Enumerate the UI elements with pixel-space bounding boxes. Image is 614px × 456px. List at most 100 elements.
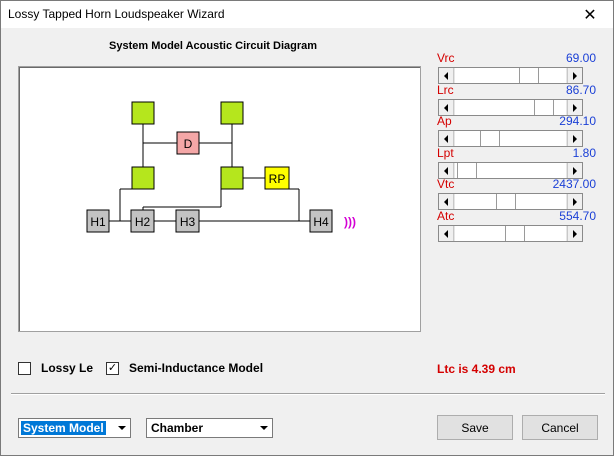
arrow-left-icon bbox=[444, 229, 448, 238]
lossy-le-option[interactable]: Lossy Le bbox=[18, 361, 93, 375]
node-h3-label: H3 bbox=[180, 215, 196, 229]
slider-track[interactable] bbox=[516, 194, 566, 209]
circuit-diagram: D RP H1 H2 H3 H4 ))) bbox=[86, 101, 356, 233]
arrow-left-icon bbox=[444, 103, 448, 112]
scroll-left-button[interactable] bbox=[439, 163, 454, 178]
param-value-lpt: 1.80 bbox=[572, 146, 596, 160]
arrow-right-icon bbox=[573, 166, 577, 175]
arrow-right-icon bbox=[573, 134, 577, 143]
slider-track[interactable] bbox=[477, 163, 566, 178]
chevron-down-icon bbox=[114, 419, 130, 437]
node-h1-label: H1 bbox=[90, 215, 106, 229]
scroll-right-button[interactable] bbox=[567, 163, 582, 178]
param-value-ap: 294.10 bbox=[559, 114, 596, 128]
slider-thumb[interactable] bbox=[534, 100, 554, 115]
semi-inductance-option[interactable]: ✓ Semi-Inductance Model bbox=[106, 361, 263, 375]
param-value-lrc: 86.70 bbox=[565, 83, 596, 97]
circuit-diagram-panel: D RP H1 H2 H3 H4 ))) bbox=[18, 66, 421, 332]
param-slider-lrc[interactable] bbox=[438, 99, 583, 116]
slider-track[interactable] bbox=[455, 163, 457, 178]
title-bar: Lossy Tapped Horn Loudspeaker Wizard ✕ bbox=[1, 1, 613, 28]
scroll-left-button[interactable] bbox=[439, 194, 454, 209]
green-node-mid-left bbox=[131, 166, 155, 190]
node-h1 bbox=[86, 209, 110, 233]
param-label-ap: Ap bbox=[437, 114, 452, 128]
model-select-value: System Model bbox=[20, 420, 107, 436]
type-select-value: Chamber bbox=[151, 421, 204, 435]
node-h3 bbox=[175, 209, 200, 233]
separator bbox=[11, 393, 605, 395]
type-select[interactable]: Chamber bbox=[146, 418, 273, 438]
slider-thumb[interactable] bbox=[505, 226, 525, 241]
node-d bbox=[176, 131, 200, 155]
node-h4-label: H4 bbox=[313, 215, 329, 229]
slider-track[interactable] bbox=[455, 194, 496, 209]
arrow-left-icon bbox=[444, 134, 448, 143]
arrow-left-icon bbox=[444, 71, 448, 80]
param-label-lpt: Lpt bbox=[437, 146, 454, 160]
arrow-right-icon bbox=[573, 71, 577, 80]
green-node-top-left bbox=[131, 101, 155, 125]
slider-track[interactable] bbox=[500, 131, 566, 146]
chevron-down-icon bbox=[256, 419, 272, 437]
param-slider-lpt[interactable] bbox=[438, 162, 583, 179]
slider-thumb[interactable] bbox=[496, 194, 516, 209]
status-message: Ltc is 4.39 cm bbox=[437, 362, 516, 376]
slider-thumb[interactable] bbox=[519, 68, 539, 83]
scroll-right-button[interactable] bbox=[567, 194, 582, 209]
param-slider-vtc[interactable] bbox=[438, 193, 583, 210]
arrow-left-icon bbox=[444, 197, 448, 206]
param-value-vrc: 69.00 bbox=[565, 51, 596, 65]
green-node-top-right bbox=[220, 101, 244, 125]
node-rp-label: RP bbox=[269, 172, 286, 186]
node-h4 bbox=[309, 209, 333, 233]
save-button[interactable]: Save bbox=[437, 415, 513, 440]
slider-track[interactable] bbox=[455, 226, 505, 241]
param-slider-atc[interactable] bbox=[438, 225, 583, 242]
arrow-right-icon bbox=[573, 197, 577, 206]
slider-track[interactable] bbox=[554, 100, 566, 115]
scroll-right-button[interactable] bbox=[567, 100, 582, 115]
scroll-right-button[interactable] bbox=[567, 131, 582, 146]
slider-track[interactable] bbox=[539, 68, 566, 83]
cancel-button-label: Cancel bbox=[541, 420, 579, 435]
slider-track[interactable] bbox=[525, 226, 566, 241]
param-slider-ap[interactable] bbox=[438, 130, 583, 147]
node-h2-label: H2 bbox=[135, 215, 151, 229]
lossy-le-label: Lossy Le bbox=[41, 361, 94, 375]
param-slider-vrc[interactable] bbox=[438, 67, 583, 84]
diagram-title: System Model Acoustic Circuit Diagram bbox=[109, 40, 318, 52]
cancel-button[interactable]: Cancel bbox=[522, 415, 598, 440]
node-rp bbox=[264, 166, 290, 190]
param-value-atc: 554.70 bbox=[559, 209, 596, 223]
arrow-left-icon bbox=[444, 166, 448, 175]
close-icon: ✕ bbox=[583, 6, 597, 24]
close-button[interactable]: ✕ bbox=[567, 1, 613, 28]
scroll-left-button[interactable] bbox=[439, 100, 454, 115]
scroll-left-button[interactable] bbox=[439, 68, 454, 83]
slider-track[interactable] bbox=[455, 131, 480, 146]
green-node-mid-right bbox=[220, 166, 244, 190]
slider-track[interactable] bbox=[455, 68, 519, 83]
slider-thumb[interactable] bbox=[480, 131, 500, 146]
scroll-left-button[interactable] bbox=[439, 226, 454, 241]
arrow-right-icon bbox=[573, 229, 577, 238]
node-h2 bbox=[130, 209, 155, 233]
scroll-left-button[interactable] bbox=[439, 131, 454, 146]
semi-inductance-checkbox[interactable]: ✓ bbox=[106, 361, 119, 375]
param-label-vrc: Vrc bbox=[437, 51, 455, 65]
node-d-label: D bbox=[184, 137, 193, 151]
scroll-right-button[interactable] bbox=[567, 226, 582, 241]
semi-inductance-label: Semi-Inductance Model bbox=[129, 361, 264, 375]
slider-thumb[interactable] bbox=[457, 163, 477, 178]
param-label-vtc: Vtc bbox=[437, 177, 455, 191]
lossy-le-checkbox[interactable] bbox=[18, 361, 31, 375]
scroll-right-button[interactable] bbox=[567, 68, 582, 83]
window-title: Lossy Tapped Horn Loudspeaker Wizard bbox=[8, 7, 225, 21]
param-label-atc: Atc bbox=[437, 209, 455, 223]
slider-track[interactable] bbox=[455, 100, 534, 115]
arrow-right-icon bbox=[573, 103, 577, 112]
param-value-vtc: 2437.00 bbox=[552, 177, 596, 191]
model-select[interactable]: System Model bbox=[18, 418, 131, 438]
